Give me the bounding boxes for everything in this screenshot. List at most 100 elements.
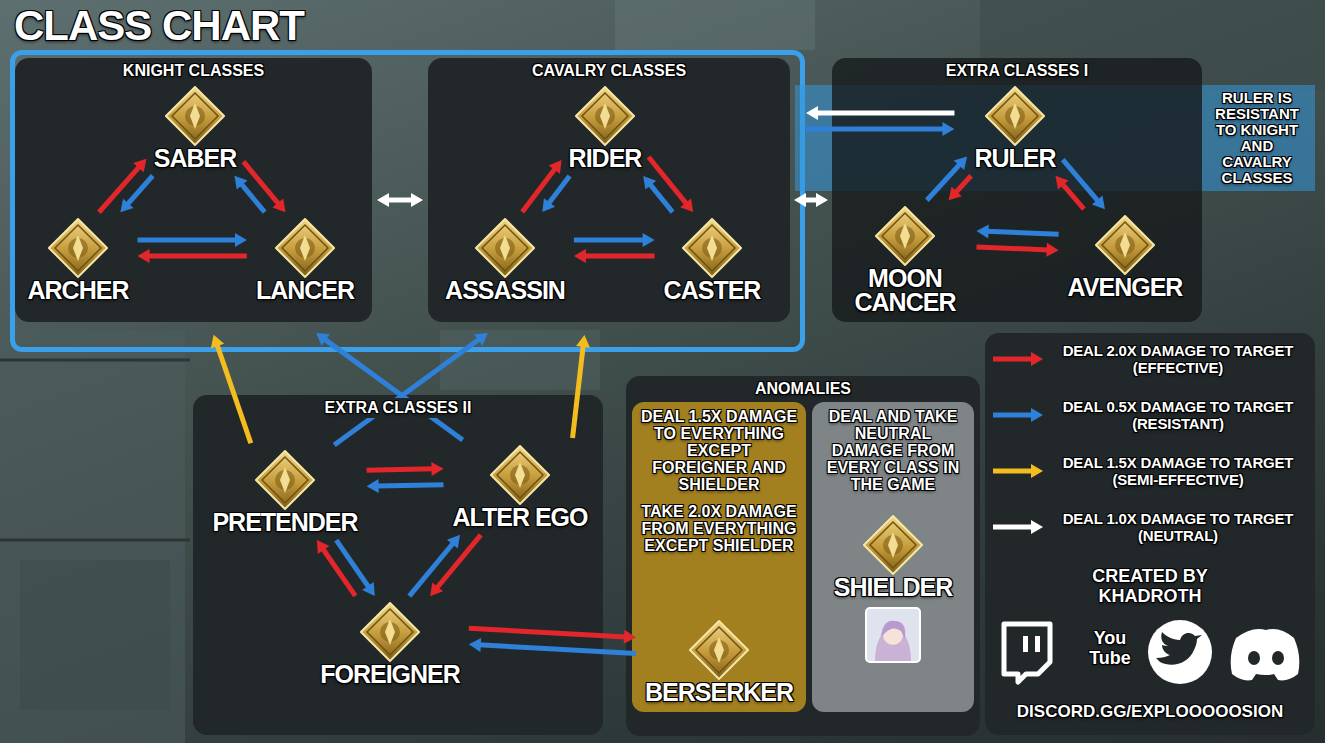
arrow-line [99, 166, 140, 212]
arrow-line [127, 176, 153, 205]
damage-arrow [643, 176, 672, 212]
class-name: CASTER [664, 278, 761, 302]
credit-text: CREATED BY KHADROTH [1050, 566, 1250, 606]
arrow-head [474, 333, 488, 346]
arrow-line [241, 183, 265, 212]
arrow-head [942, 122, 954, 136]
class-node: ASSASSIN [441, 216, 569, 304]
legend-arrow-sample [990, 461, 1046, 481]
arrow-line [243, 162, 279, 205]
class-name: SHIELDER [834, 575, 952, 599]
arrow-head [234, 176, 247, 190]
arrow-head [431, 462, 443, 476]
legend-arrow-sample [990, 405, 1046, 425]
damage-arrow [377, 193, 423, 207]
class-node: CASTER [660, 216, 765, 304]
class-name: BERSERKER [645, 680, 793, 704]
arrow-head [367, 479, 379, 493]
arrow-head [680, 198, 693, 212]
group-heading: KNIGHT CLASSES [117, 61, 270, 81]
legend-row: DEAL 1.5X DAMAGE TO TARGET (SEMI-EFFECTI… [990, 454, 1308, 488]
class-name: RULER [974, 146, 1055, 170]
anomaly-text: TAKE 2.0X DAMAGE FROM EVERYTHING EXCEPT … [638, 503, 800, 554]
social-icons [990, 618, 1310, 690]
arrow-head [362, 582, 375, 596]
damage-arrow [806, 106, 954, 120]
damage-arrow [574, 249, 655, 263]
arrow-line [334, 339, 480, 445]
arrow-line [376, 485, 443, 486]
class-node: PRETENDER [208, 448, 361, 536]
arrow-line [436, 535, 481, 589]
class-icon [165, 86, 225, 146]
arrow-line [1063, 160, 1099, 202]
class-icon [985, 86, 1045, 146]
class-node: RULER [970, 84, 1059, 172]
arrow-head [794, 193, 806, 207]
class-name: AVENGER [1068, 275, 1183, 299]
label-box: You Tube [1082, 628, 1138, 668]
damage-arrow [1063, 160, 1105, 209]
class-icon [1095, 215, 1155, 275]
class-icon [575, 86, 635, 146]
label-box: CREATED BY KHADROTH [1050, 566, 1250, 606]
class-node: MOON CANCER [839, 204, 972, 316]
damage-arrow [430, 535, 481, 596]
arrow-head [542, 198, 555, 212]
arrow-head [133, 159, 146, 173]
damage-arrow [243, 162, 285, 212]
legend-row: DEAL 0.5X DAMAGE TO TARGET (RESISTANT) [990, 398, 1308, 432]
class-icon [490, 445, 550, 505]
damage-arrow [794, 193, 828, 207]
class-group-panel: CAVALRY CLASSESRIDERASSASSINCASTER [428, 58, 790, 322]
legend-text: DEAL 0.5X DAMAGE TO TARGET (RESISTANT) [1050, 398, 1306, 432]
arrow-line [367, 469, 434, 470]
legend-text: DEAL 1.5X DAMAGE TO TARGET (SEMI-EFFECTI… [1050, 454, 1306, 488]
arrow-line [806, 127, 945, 132]
arrow-head [272, 198, 285, 212]
class-name: MOON CANCER [843, 266, 968, 314]
class-name: LANCER [256, 278, 354, 302]
arrow-head [949, 187, 962, 201]
arrow-line [548, 176, 569, 204]
arrow-line [993, 413, 1033, 418]
arrow-line [336, 540, 369, 588]
class-icon [255, 450, 315, 510]
damage-arrow [949, 176, 972, 201]
damage-arrow [409, 535, 460, 596]
arrow-line [649, 183, 672, 212]
arrow-line [976, 247, 1049, 250]
arrow-head [976, 224, 988, 238]
arrow-head [954, 156, 967, 170]
class-icon [475, 218, 535, 278]
damage-arrow [137, 249, 246, 263]
arrow-head [447, 535, 460, 549]
class-group-panel: EXTRA CLASSES IRULERMOON CANCERAVENGER [832, 58, 1202, 322]
arrow-line [324, 339, 463, 440]
arrow-line [322, 548, 355, 596]
damage-arrow [317, 540, 356, 596]
class-node: LANCER [252, 216, 358, 304]
arrow-line [804, 198, 819, 203]
arrow-line [1062, 183, 1084, 209]
arrow-head [1055, 176, 1068, 190]
damage-arrow [316, 333, 463, 440]
damage-arrow [542, 176, 569, 212]
arrow-line [469, 628, 627, 637]
class-group-panel: ANOMALIES DEAL 1.5X DAMAGE TO EVERYTHING … [626, 376, 980, 736]
anomaly-text: DEAL 1.5X DAMAGE TO EVERYTHING EXCEPT FO… [638, 408, 800, 493]
arrow-head [624, 630, 636, 644]
arrow-head [469, 638, 481, 652]
damage-arrow [234, 176, 264, 212]
arrow-head [1031, 408, 1043, 422]
class-name: RIDER [569, 146, 642, 170]
group-heading: ANOMALIES [749, 379, 857, 399]
arrow-head [574, 249, 586, 263]
class-name: ARCHER [28, 278, 129, 302]
arrow-head [411, 193, 423, 207]
class-name: FOREIGNER [320, 662, 460, 686]
damage-arrow [522, 160, 561, 212]
damage-arrow [573, 335, 590, 438]
arrow-line [816, 111, 955, 116]
arrow-line [993, 525, 1033, 530]
